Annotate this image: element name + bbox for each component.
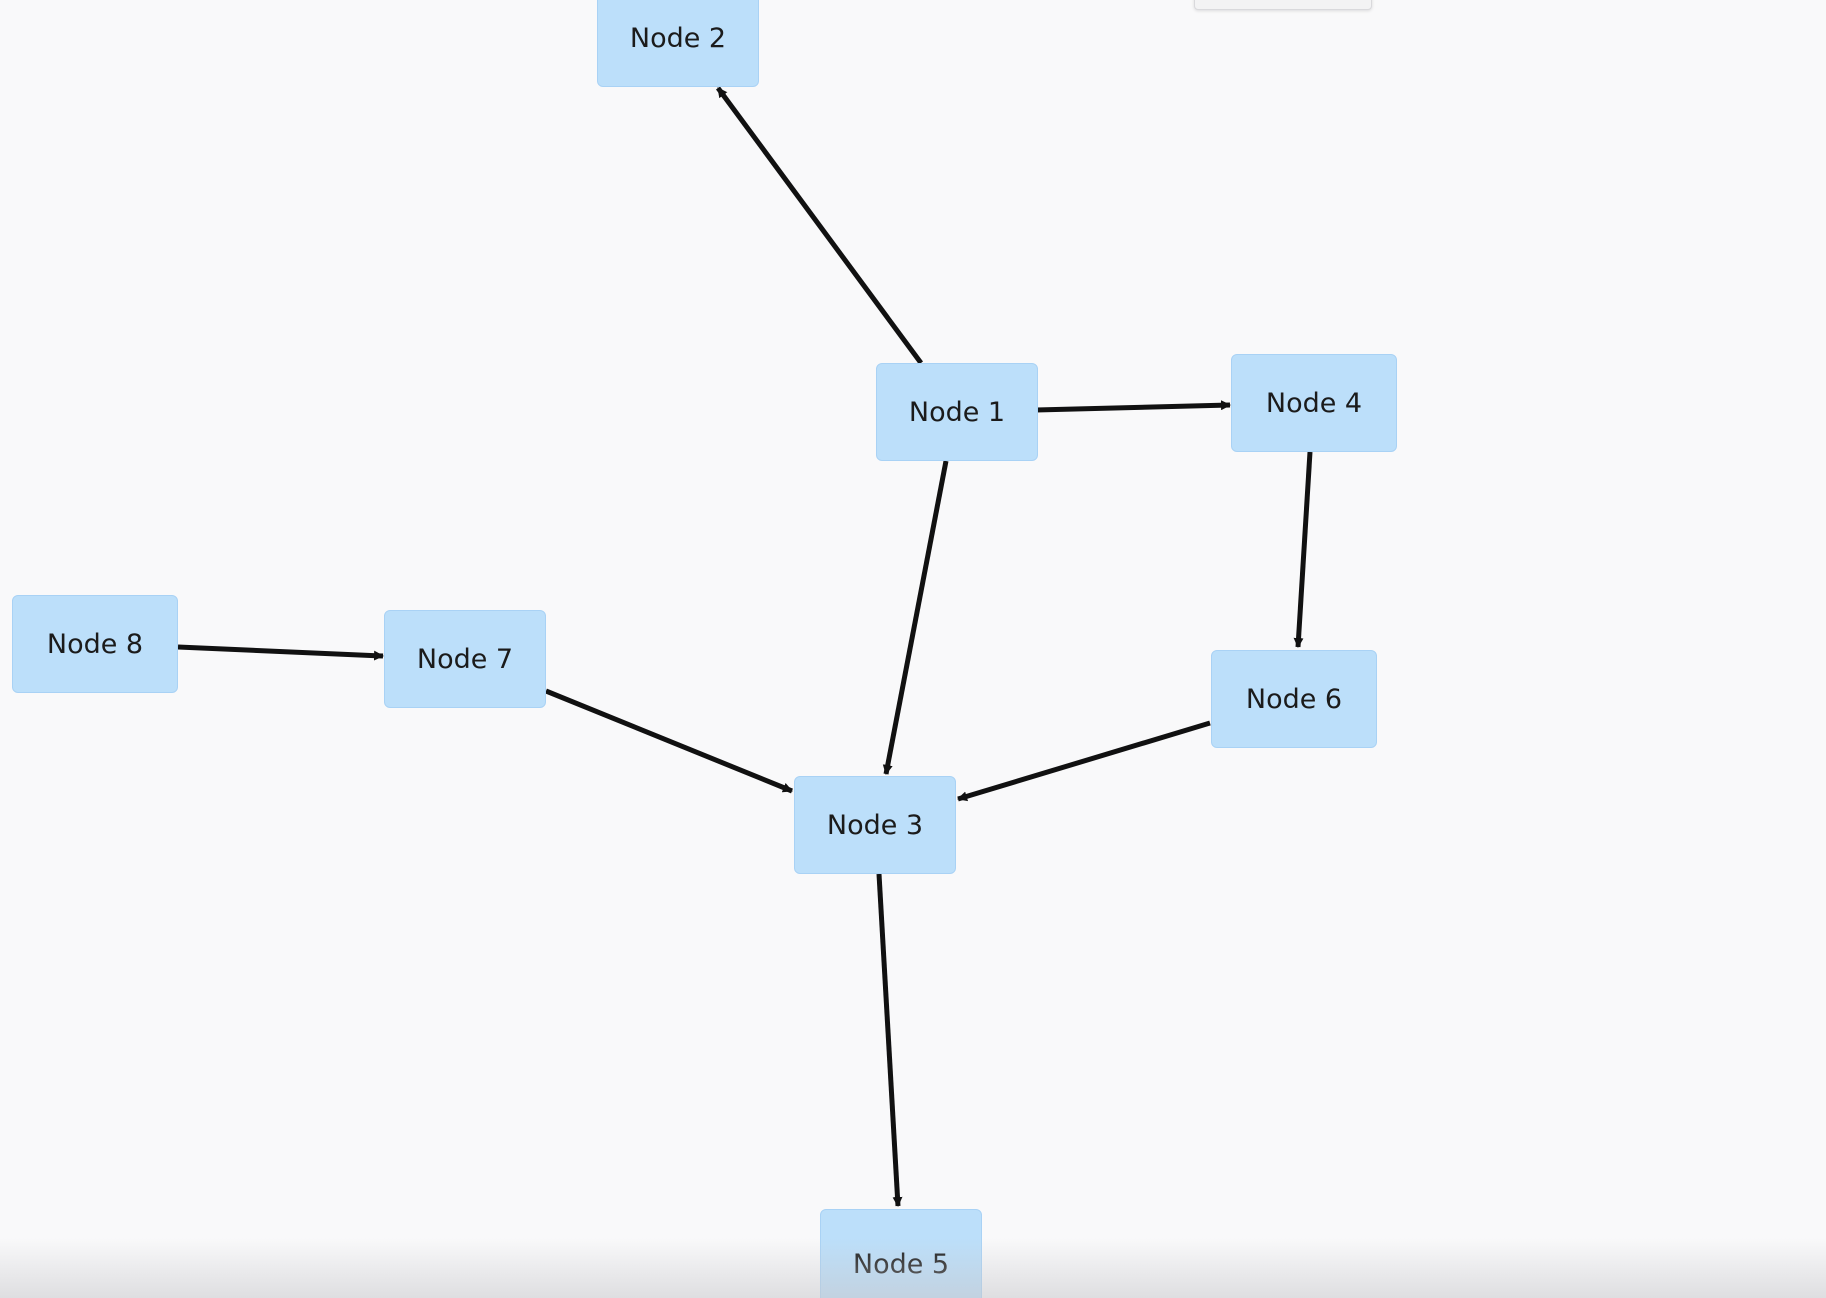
edge-node7-node3[interactable] (545, 688, 793, 794)
edge-node8-node7[interactable] (177, 644, 384, 661)
toolbar-tab[interactable] (1194, 0, 1372, 10)
node-4[interactable]: Node 4 (1231, 354, 1397, 452)
edge-node3-node5[interactable] (876, 873, 903, 1207)
node-2[interactable]: Node 2 (597, 0, 759, 87)
node-7[interactable]: Node 7 (384, 610, 546, 708)
edge-node6-node3[interactable] (957, 720, 1211, 802)
edge-node1-node4[interactable] (1035, 400, 1231, 413)
edge-node1-node2[interactable] (715, 86, 924, 365)
node-label: Node 2 (629, 23, 727, 54)
node-label: Node 3 (826, 809, 924, 841)
node-6[interactable]: Node 6 (1211, 650, 1377, 748)
node-label: Node 6 (1245, 683, 1343, 715)
node-label: Node 4 (1265, 387, 1363, 419)
node-label: Node 7 (416, 643, 514, 675)
edge-node1-node3[interactable] (882, 460, 949, 775)
node-label: Node 8 (46, 628, 144, 660)
node-3[interactable]: Node 3 (794, 776, 956, 874)
node-1[interactable]: Node 1 (876, 363, 1038, 461)
edge-node4-node6[interactable] (1293, 451, 1313, 648)
node-5[interactable]: Node 5 (820, 1209, 982, 1298)
node-label: Node 1 (908, 396, 1006, 428)
node-8[interactable]: Node 8 (12, 595, 178, 693)
node-label: Node 5 (852, 1248, 950, 1280)
